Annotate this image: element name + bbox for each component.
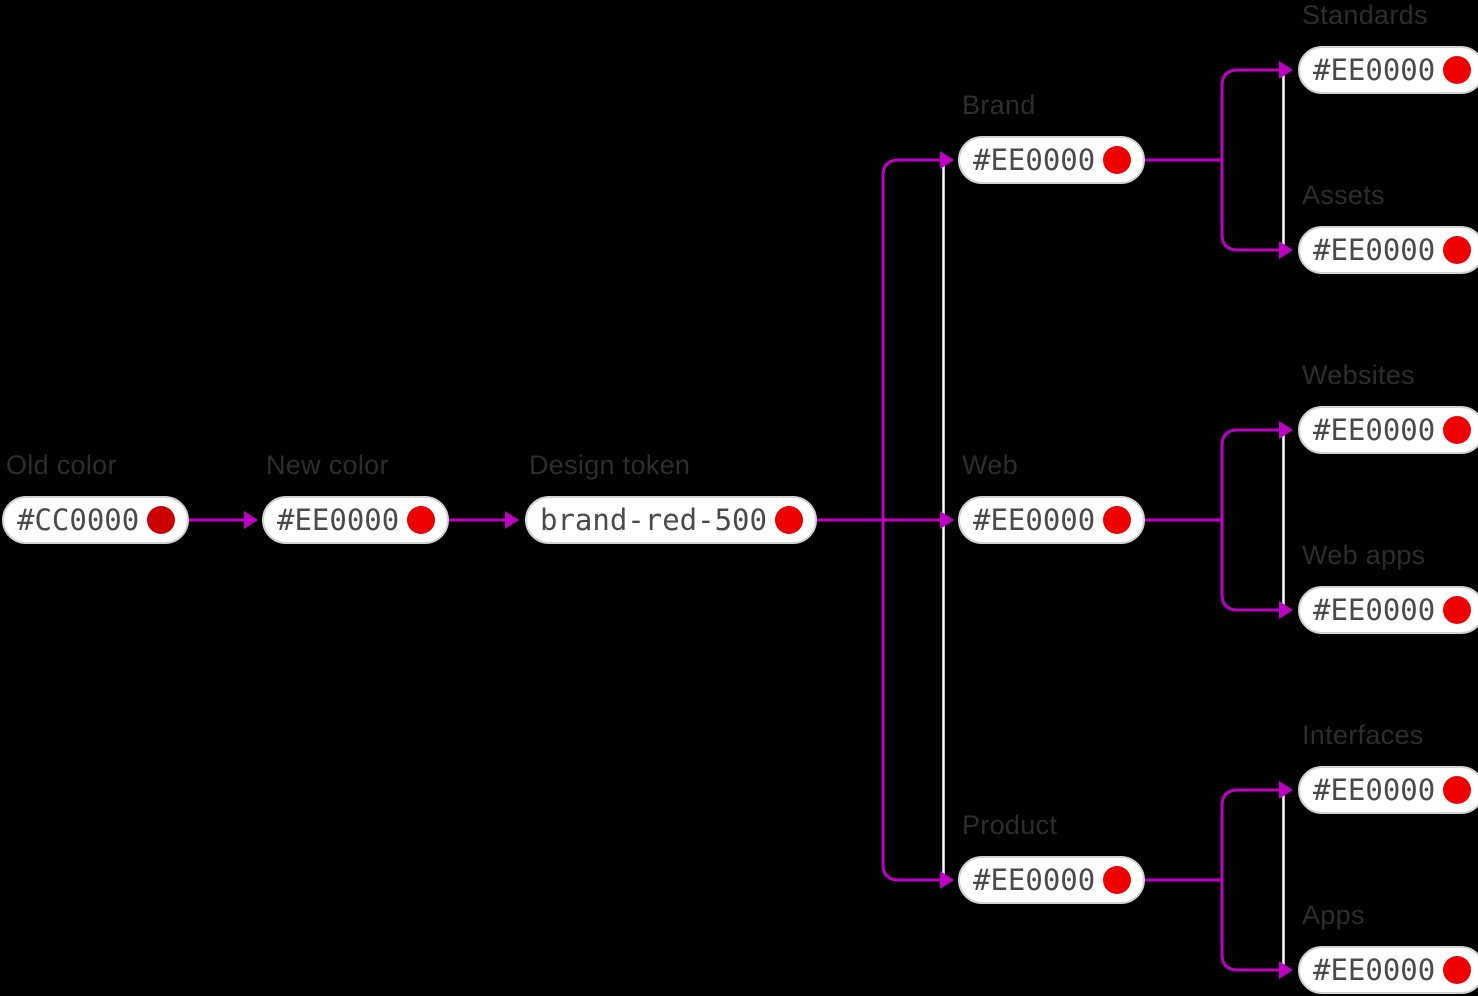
- node-new-color-label: New color: [266, 450, 389, 480]
- old-color-value: #CC0000: [17, 503, 140, 537]
- assets-swatch-dot: [1443, 236, 1472, 264]
- node-assets: Assets #EE0000: [1298, 180, 1478, 274]
- node-product-label: Product: [962, 810, 1058, 840]
- arrowhead: [1279, 961, 1293, 979]
- arrowhead: [1279, 61, 1293, 79]
- websites-value: #EE0000: [1313, 413, 1436, 447]
- product-pill: #EE0000: [958, 856, 1146, 904]
- arrow-brand-to-assets: [1220, 160, 1280, 252]
- interfaces-pill: #EE0000: [1298, 766, 1478, 814]
- node-assets-label: Assets: [1302, 180, 1385, 210]
- node-web-label: Web: [962, 450, 1018, 480]
- node-websites: Websites #EE0000: [1298, 360, 1478, 454]
- arrowhead: [1279, 241, 1293, 259]
- web-swatch-dot: [1103, 506, 1132, 534]
- new-color-pill: #EE0000: [262, 496, 450, 544]
- new-color-value: #EE0000: [277, 503, 400, 537]
- node-interfaces: Interfaces #EE0000: [1298, 720, 1478, 814]
- apps-value: #EE0000: [1313, 953, 1436, 987]
- websites-pill: #EE0000: [1298, 406, 1478, 454]
- standards-value: #EE0000: [1313, 53, 1436, 87]
- node-apps-label: Apps: [1302, 900, 1365, 930]
- node-design-token: Design token brand-red-500: [525, 450, 817, 544]
- new-color-swatch-dot: [407, 506, 436, 534]
- node-interfaces-label: Interfaces: [1302, 720, 1424, 750]
- arrow-product-to-interfaces: [1220, 788, 1280, 880]
- node-brand: Brand #EE0000: [958, 90, 1146, 184]
- assets-value: #EE0000: [1313, 233, 1436, 267]
- brand-pill: #EE0000: [958, 136, 1146, 184]
- node-websites-label: Websites: [1302, 360, 1415, 390]
- design-token-swatch-dot: [774, 506, 803, 534]
- node-web: Web #EE0000: [958, 450, 1146, 544]
- arrowhead: [1279, 781, 1293, 799]
- node-apps: Apps #EE0000: [1298, 900, 1478, 994]
- node-web-apps-label: Web apps: [1302, 540, 1426, 570]
- arrow-brand-to-standards: [1220, 68, 1280, 160]
- interfaces-swatch-dot: [1443, 776, 1472, 804]
- node-brand-label: Brand: [962, 90, 1036, 120]
- arrowhead: [505, 511, 519, 529]
- node-new-color: New color #EE0000: [262, 450, 450, 544]
- brand-value: #EE0000: [973, 143, 1096, 177]
- assets-pill: #EE0000: [1298, 226, 1478, 274]
- arrowhead: [940, 871, 954, 889]
- arrow-web-to-webapps: [1220, 520, 1280, 612]
- web-apps-pill: #EE0000: [1298, 586, 1478, 634]
- interfaces-value: #EE0000: [1313, 773, 1436, 807]
- product-value: #EE0000: [973, 863, 1096, 897]
- node-design-token-label: Design token: [529, 450, 691, 480]
- node-standards-label: Standards: [1302, 0, 1428, 30]
- arrow-token-to-brand: [881, 158, 941, 520]
- node-old-color-label: Old color: [6, 450, 117, 480]
- old-color-swatch-dot: [147, 506, 176, 534]
- websites-swatch-dot: [1443, 416, 1472, 444]
- node-product: Product #EE0000: [958, 810, 1146, 904]
- node-web-apps: Web apps #EE0000: [1298, 540, 1478, 634]
- arrow-token-to-product: [881, 520, 941, 882]
- arrowhead: [940, 151, 954, 169]
- arrow-product-to-apps: [1220, 880, 1280, 972]
- standards-pill: #EE0000: [1298, 46, 1478, 94]
- web-pill: #EE0000: [958, 496, 1146, 544]
- brand-swatch-dot: [1103, 146, 1132, 174]
- apps-pill: #EE0000: [1298, 946, 1478, 994]
- web-value: #EE0000: [973, 503, 1096, 537]
- standards-swatch-dot: [1443, 56, 1472, 84]
- design-token-pill: brand-red-500: [525, 496, 817, 544]
- old-color-pill: #CC0000: [2, 496, 190, 544]
- arrowhead: [244, 511, 258, 529]
- apps-swatch-dot: [1443, 956, 1472, 984]
- arrowhead: [1279, 421, 1293, 439]
- web-apps-swatch-dot: [1443, 596, 1472, 624]
- arrow-web-to-websites: [1220, 428, 1280, 520]
- node-standards: Standards #EE0000: [1298, 0, 1478, 94]
- arrowhead: [940, 511, 954, 529]
- design-token-value: brand-red-500: [540, 503, 767, 537]
- web-apps-value: #EE0000: [1313, 593, 1436, 627]
- node-old-color: Old color #CC0000: [2, 450, 190, 544]
- product-swatch-dot: [1103, 866, 1132, 894]
- arrowhead: [1279, 601, 1293, 619]
